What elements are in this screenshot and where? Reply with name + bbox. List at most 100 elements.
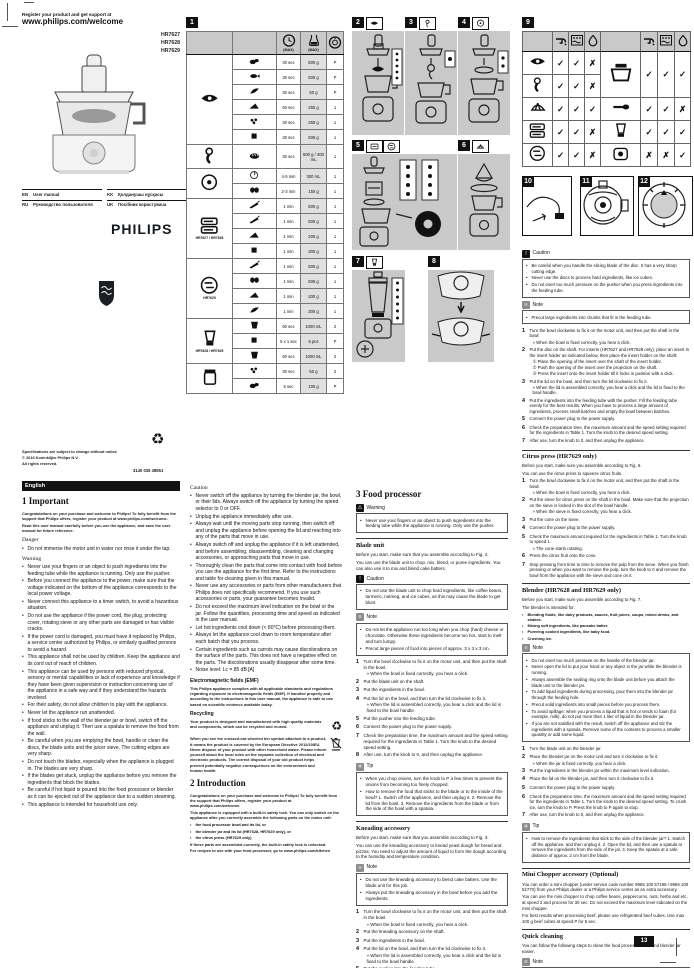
alert-tip: ✳Tip•When you chop onions, turn the knob… [356,762,508,817]
language-label: Руководство пользователя [33,202,93,207]
bullet-text: the blender jar and its lid (HR7628, HR7… [195,828,292,834]
step-number: 6 [356,724,359,731]
bullet-text: Always wait until the moving parts stop … [195,521,341,541]
bullet-dot: • [190,834,192,840]
emulsify-icon [200,174,217,191]
caution-icon: ! [356,574,364,583]
bullet-text: Unplug the appliance immediately after u… [195,513,293,520]
bullet-text: When you chop onions, turn the knob to P… [365,776,503,787]
subsection-heading: Electromagnetic fields (EMF) [190,677,259,684]
bullet-item: •the food processor bowl and its lid, or [190,822,342,827]
tool-cell-blade-unit [186,54,233,145]
cucumber-icon [249,215,260,224]
speed-cell: 2 [326,348,344,364]
clock-icon [282,34,295,47]
step-number: 4 [522,525,525,532]
item-cell-motor-unit [600,143,641,167]
bullet-text: the food processor bowl and its lid, or [195,822,266,828]
bullet-text: Thoroughly clean the parts that come int… [195,562,342,582]
text-column-4: !Caution•Be careful when you handle the … [522,246,690,968]
paragraph: Before you start, make sure that you ass… [356,835,489,841]
bullet-text: Do not exceed the maximum level indicati… [195,604,340,624]
step-text: Put the ingredients into the feeding tub… [529,397,678,414]
amount-cell: 300 mL [300,168,327,184]
alert-bullet: •Do not exert too much pressure on the h… [526,658,686,664]
crop-mark-bottom-right-v [676,938,677,956]
step-number: 4 [522,397,525,404]
step-result: » When the bowl is fixed correctly, you … [366,921,469,927]
safety-subhead: Warning [22,555,42,562]
weee-bin-icon [330,737,342,751]
alert-header: !Caution [356,574,508,583]
bullet-item: •Unplug the appliance immediately after … [190,514,342,521]
alert-body: •Do not let the appliance run too long w… [356,622,508,656]
speed-cell: 1 [326,99,344,115]
step-text: Put the lid on the bowl, and then turn t… [530,379,691,397]
chapter-heading: 1 Important [22,496,69,507]
amount-cell: 200 g [300,288,327,304]
meat-icon [249,59,259,65]
ice-icon [251,337,257,343]
figure-11-label: 11 [580,176,592,187]
mark-cell: ✓ [568,120,585,144]
step-item: 4 Put the ingredients into the feeding tu… [522,398,690,415]
bullet-dot: • [190,513,192,520]
bullet-text: Precut solid ingredients into small piec… [531,701,661,707]
bullet-dot: • [522,623,524,629]
bullet-dot: • [526,701,528,707]
food-cell [232,363,277,379]
time-cell: 60 sec [276,348,301,364]
mark-cell: ✗ [584,120,601,144]
food-cell [232,198,277,214]
mark-cell: ✗ [584,74,601,98]
spatula-icon [612,104,629,110]
bullet-text: Crushing ice. [527,635,553,641]
bullet-dot: • [190,542,192,549]
step-text: Turn the bowl clockwise to fix it on the… [530,328,691,346]
alert-title: Tip [366,763,374,770]
amount-cell: 250 g [300,99,327,115]
small-bullet-list: •the food processor bowl and its lid, or… [190,822,342,840]
step-result: » When the sieve is fixed correctly, you… [532,509,632,515]
food-cell [232,54,277,70]
table-9-row: ✓✓✗ [522,74,691,98]
language-code: KK [107,191,114,197]
note-icon: ≡ [522,644,530,653]
step-text: Check the preparation time, the maximum … [363,732,508,750]
step-number: 4 [356,946,359,953]
step-substep: ② Push the opening of the insert over th… [532,365,658,371]
bullet-dot: • [526,275,528,281]
bullet-dot: • [522,635,524,641]
disc-icon [200,276,218,294]
bullet-dot: • [190,822,192,828]
page-number: 13 [634,936,654,947]
bullet-text: Noise level: Lc = 85 dB [A] [195,667,255,674]
language-label: User manual [33,191,60,197]
bullet-item: •Thoroughly clean the parts that come in… [190,563,342,583]
note-icon: ≡ [522,957,530,966]
bullet-dot: • [22,773,24,780]
amount-cell: 150 g [300,183,327,199]
amount-max-caption: (MAX) [308,48,319,52]
text-column-3: 3 Food processor⚠Warning•Never use your … [356,484,508,968]
mark-cell: ✗ [657,143,675,167]
mark-cell: ✓ [568,74,585,98]
tip-icon: ✳ [356,762,364,771]
blender-icon [203,330,216,346]
alert-bullet: •If you are not satisfied with the resul… [526,721,686,738]
bullet-dot: • [22,564,24,571]
step-number: 6 [522,552,525,559]
bullet-dot: • [190,521,192,528]
step-result: » When the bowl is fixed correctly, you … [532,339,631,345]
bullet-item: •Be careful if hot liquid is poured into… [22,787,180,800]
alert-bullet: •To avoid spillage: when you process a l… [526,709,686,720]
step-text: Put the lid on the bowl, and then turn t… [364,946,509,964]
cloth-col-header [584,31,601,52]
step-text: Turn the bowl clockwise to fix it on the… [363,909,507,927]
bullet-item: •Do not touch the blades, especially whe… [22,759,180,772]
